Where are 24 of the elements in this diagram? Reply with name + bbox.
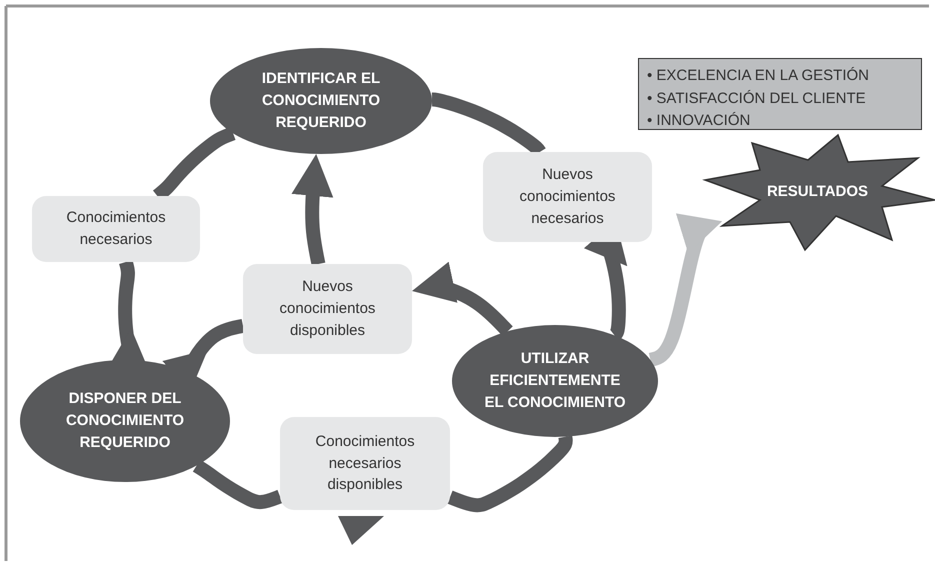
info-box [483, 152, 652, 242]
list-item: • SATISFACCIÓN DEL CLIENTE [647, 88, 866, 108]
list-item: • EXCELENCIA EN LA GESTIÓN [647, 66, 869, 86]
node-label: RESULTADOS [766, 182, 868, 202]
node-label: Nuevos conocimientos necesarios [518, 165, 616, 229]
node-label: IDENTIFICAR EL CONOCIMIENTO REQUERIDO [260, 69, 382, 133]
arrow [412, 262, 513, 336]
arrow [291, 154, 334, 266]
info-box [243, 264, 412, 354]
arrow [646, 213, 722, 367]
process-ellipse [452, 325, 658, 437]
node-label: Conocimientos necesarios [65, 208, 167, 250]
info-box [32, 196, 200, 262]
node-label: Nuevos conocimientos disponibles [278, 277, 376, 341]
node-label: Conocimientos necesarios disponibles [314, 432, 416, 496]
node-label: DISPONER DEL CONOCIMIENTO REQUERIDO [64, 389, 186, 453]
process-ellipse [20, 360, 230, 482]
list-item: • INNOVACIÓN [647, 111, 750, 131]
node-label: UTILIZAR EFICIENTEMENTE EL CONOCIMIENTO [483, 349, 627, 413]
results-list-panel [638, 58, 922, 130]
connector-line [191, 460, 284, 510]
process-ellipse [210, 48, 432, 154]
starburst-shape [700, 133, 935, 251]
info-box [280, 417, 450, 510]
